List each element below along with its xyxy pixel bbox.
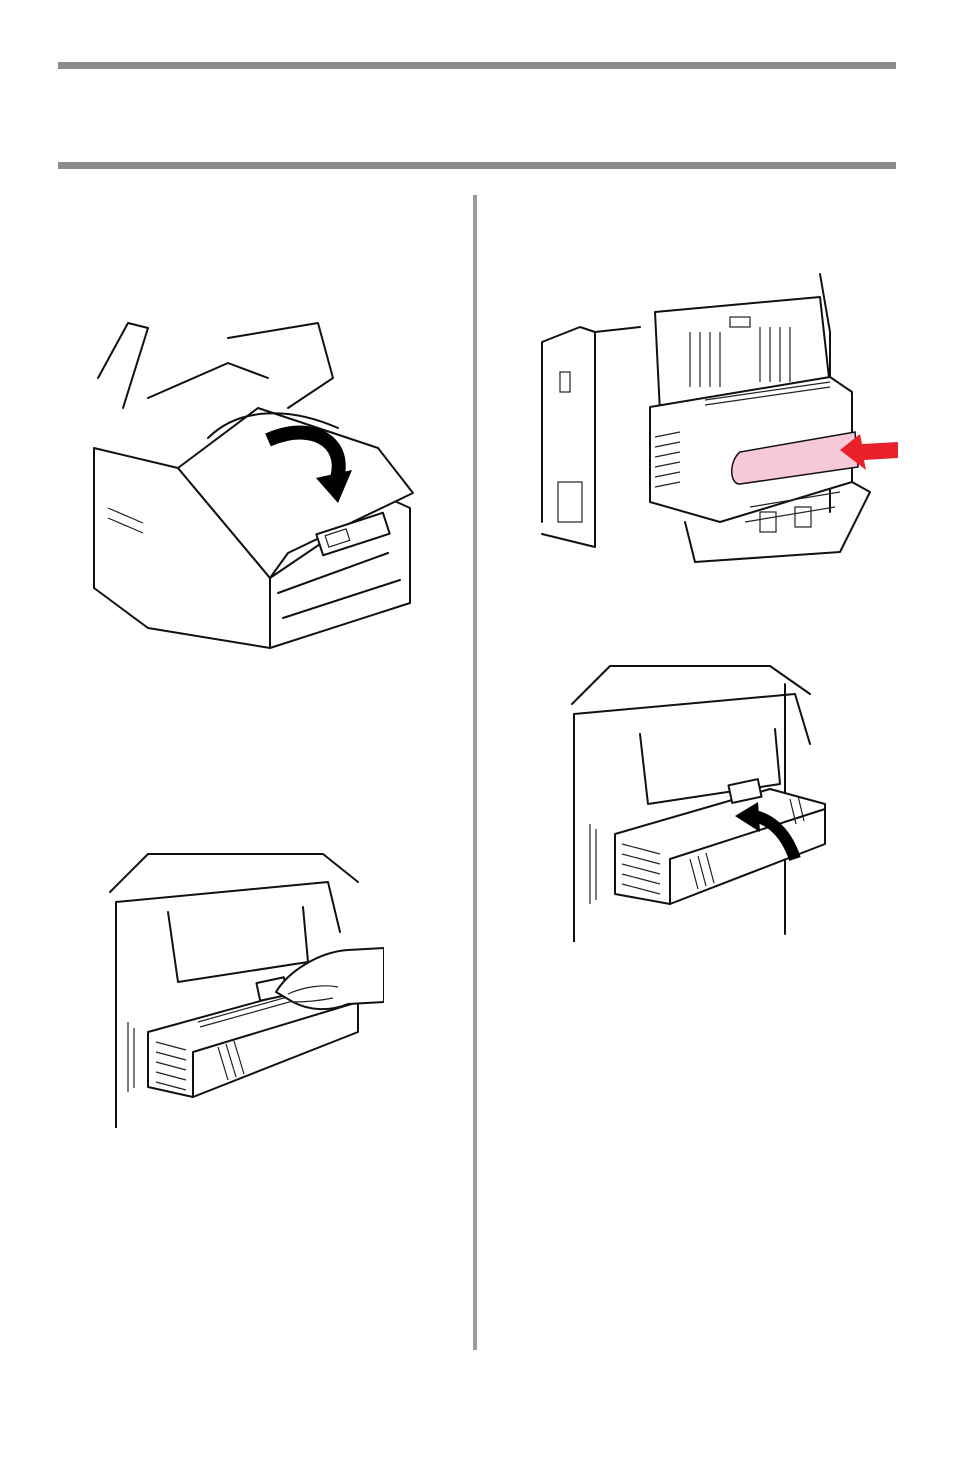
header-rule-bottom xyxy=(58,162,896,169)
figure-printer-top-cover xyxy=(88,318,416,656)
figure-duplex-unit-latch xyxy=(108,852,384,1128)
header-rule-top xyxy=(58,62,896,69)
figure-duplex-close xyxy=(570,664,832,942)
duplex-close-illustration xyxy=(570,664,832,942)
duplex-latch-illustration xyxy=(108,852,384,1128)
paper-removal-illustration xyxy=(540,272,898,580)
figure-duplex-paper-removal xyxy=(540,272,898,580)
printer-illustration xyxy=(88,318,416,656)
column-divider xyxy=(473,195,477,1350)
